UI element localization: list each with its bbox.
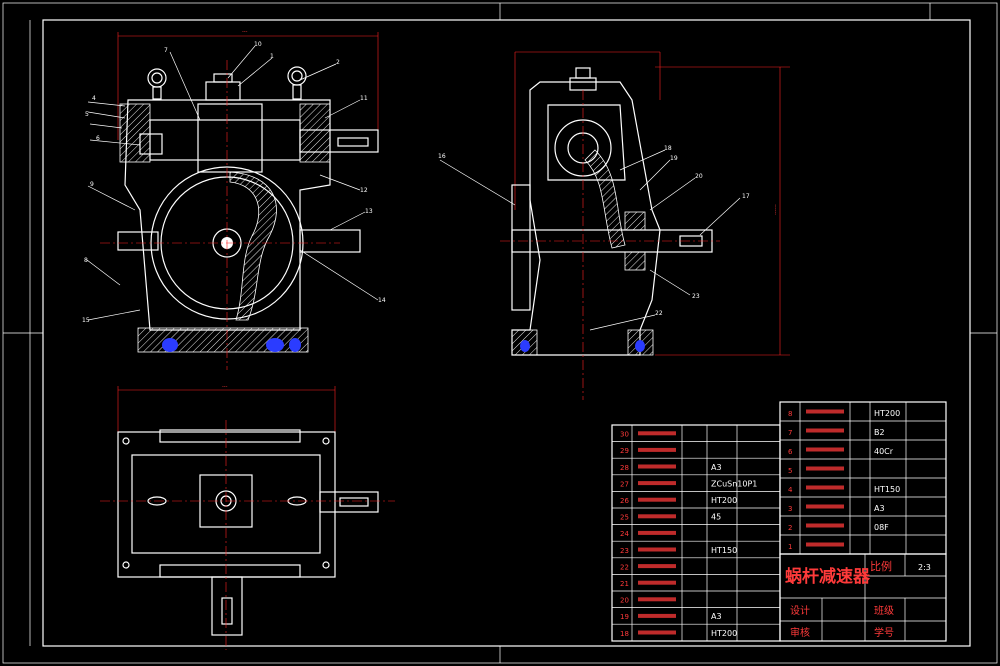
part-number: 19	[620, 613, 629, 621]
svg-text:---: ---	[242, 29, 248, 35]
part-material: 45	[711, 513, 721, 522]
svg-text:6: 6	[96, 135, 100, 142]
svg-text:2: 2	[336, 59, 340, 66]
part-name-blur	[806, 485, 844, 490]
svg-text:10: 10	[254, 41, 262, 48]
side-section-view: ------ 16 18 19 20 17 23	[438, 51, 790, 400]
part-number: 18	[620, 630, 629, 638]
svg-text:9: 9	[90, 181, 94, 188]
svg-text:17: 17	[742, 193, 750, 200]
class-label: 班级	[874, 605, 894, 617]
svg-text:14: 14	[378, 297, 386, 304]
part-number: 3	[788, 505, 792, 513]
part-number: 2	[788, 524, 792, 532]
part-name-blur	[638, 564, 676, 569]
part-number: 29	[620, 447, 629, 455]
part-name-blur	[638, 447, 676, 452]
part-name-blur	[638, 431, 676, 436]
part-number: 30	[620, 431, 629, 439]
part-number: 5	[788, 467, 792, 475]
part-number: 25	[620, 514, 629, 522]
part-name-blur	[638, 580, 676, 585]
svg-text:7: 7	[164, 47, 168, 54]
part-name-blur	[806, 447, 844, 452]
svg-text:15: 15	[82, 317, 90, 324]
part-number: 23	[620, 547, 629, 555]
scale-value: 2:3	[918, 563, 931, 572]
part-name-blur	[806, 428, 844, 433]
part-name-blur	[638, 613, 676, 618]
part-material: HT200	[711, 629, 737, 638]
part-number: 8	[788, 410, 792, 418]
part-number: 22	[620, 563, 629, 571]
part-number: 24	[620, 530, 629, 538]
part-material: A3	[711, 463, 722, 472]
part-name-blur	[806, 504, 844, 509]
front-section-view: ---	[82, 29, 386, 370]
part-name-blur	[638, 597, 676, 602]
part-number: 27	[620, 480, 629, 488]
svg-text:12: 12	[360, 187, 368, 194]
part-name-blur	[806, 523, 844, 528]
part-name-blur	[638, 630, 676, 635]
part-name-blur	[806, 409, 844, 414]
part-number: 26	[620, 497, 629, 505]
part-name-blur	[638, 481, 676, 486]
svg-text:18: 18	[664, 145, 672, 152]
part-number: 6	[788, 448, 793, 456]
part-number: 21	[620, 580, 629, 588]
svg-text:------: ------	[773, 204, 779, 215]
review-label: 审核	[790, 626, 810, 639]
part-material: HT150	[711, 546, 737, 555]
part-material: A3	[874, 504, 885, 513]
part-material: ZCuSn10P1	[711, 479, 757, 488]
part-material: A3	[711, 612, 722, 621]
svg-text:23: 23	[692, 293, 700, 300]
svg-text:20: 20	[695, 173, 703, 180]
drawing-title: 蜗杆减速器	[785, 566, 871, 587]
svg-text:19: 19	[670, 155, 678, 162]
part-material: HT150	[874, 485, 900, 494]
part-material: HT200	[874, 409, 900, 418]
part-material: B2	[874, 428, 885, 437]
parts-list-right: 8 HT200 7 B2 6 40Cr 5 4 HT150 3 A3 2 08F 1	[779, 401, 947, 555]
scale-label: 比例	[870, 559, 892, 573]
svg-text:16: 16	[438, 153, 446, 160]
top-view: ---	[100, 384, 395, 650]
title-block: 蜗杆减速器 比例 2:3 设计 审核 班级 学号	[779, 553, 947, 642]
part-name-blur	[638, 530, 676, 535]
part-name-blur	[638, 547, 676, 552]
part-material: 08F	[874, 523, 889, 532]
part-number: 20	[620, 597, 629, 605]
part-number: 4	[788, 486, 793, 494]
student-label: 学号	[874, 626, 894, 639]
svg-text:4: 4	[92, 95, 96, 102]
part-name-blur	[806, 466, 844, 471]
design-label: 设计	[790, 604, 810, 617]
svg-text:---: ---	[222, 384, 228, 390]
part-name-blur	[638, 464, 676, 469]
part-name-blur	[806, 542, 844, 547]
svg-text:22: 22	[655, 310, 663, 317]
part-material: HT200	[711, 496, 737, 505]
part-name-blur	[638, 497, 676, 502]
part-material: 40Cr	[874, 447, 894, 456]
part-number: 28	[620, 464, 629, 472]
part-name-blur	[638, 514, 676, 519]
svg-text:5: 5	[85, 111, 89, 118]
svg-text:1: 1	[270, 53, 274, 60]
part-number: 1	[788, 543, 792, 551]
part-number: 7	[788, 429, 792, 437]
svg-text:11: 11	[360, 95, 368, 102]
svg-text:13: 13	[365, 208, 373, 215]
svg-text:8: 8	[84, 257, 88, 264]
